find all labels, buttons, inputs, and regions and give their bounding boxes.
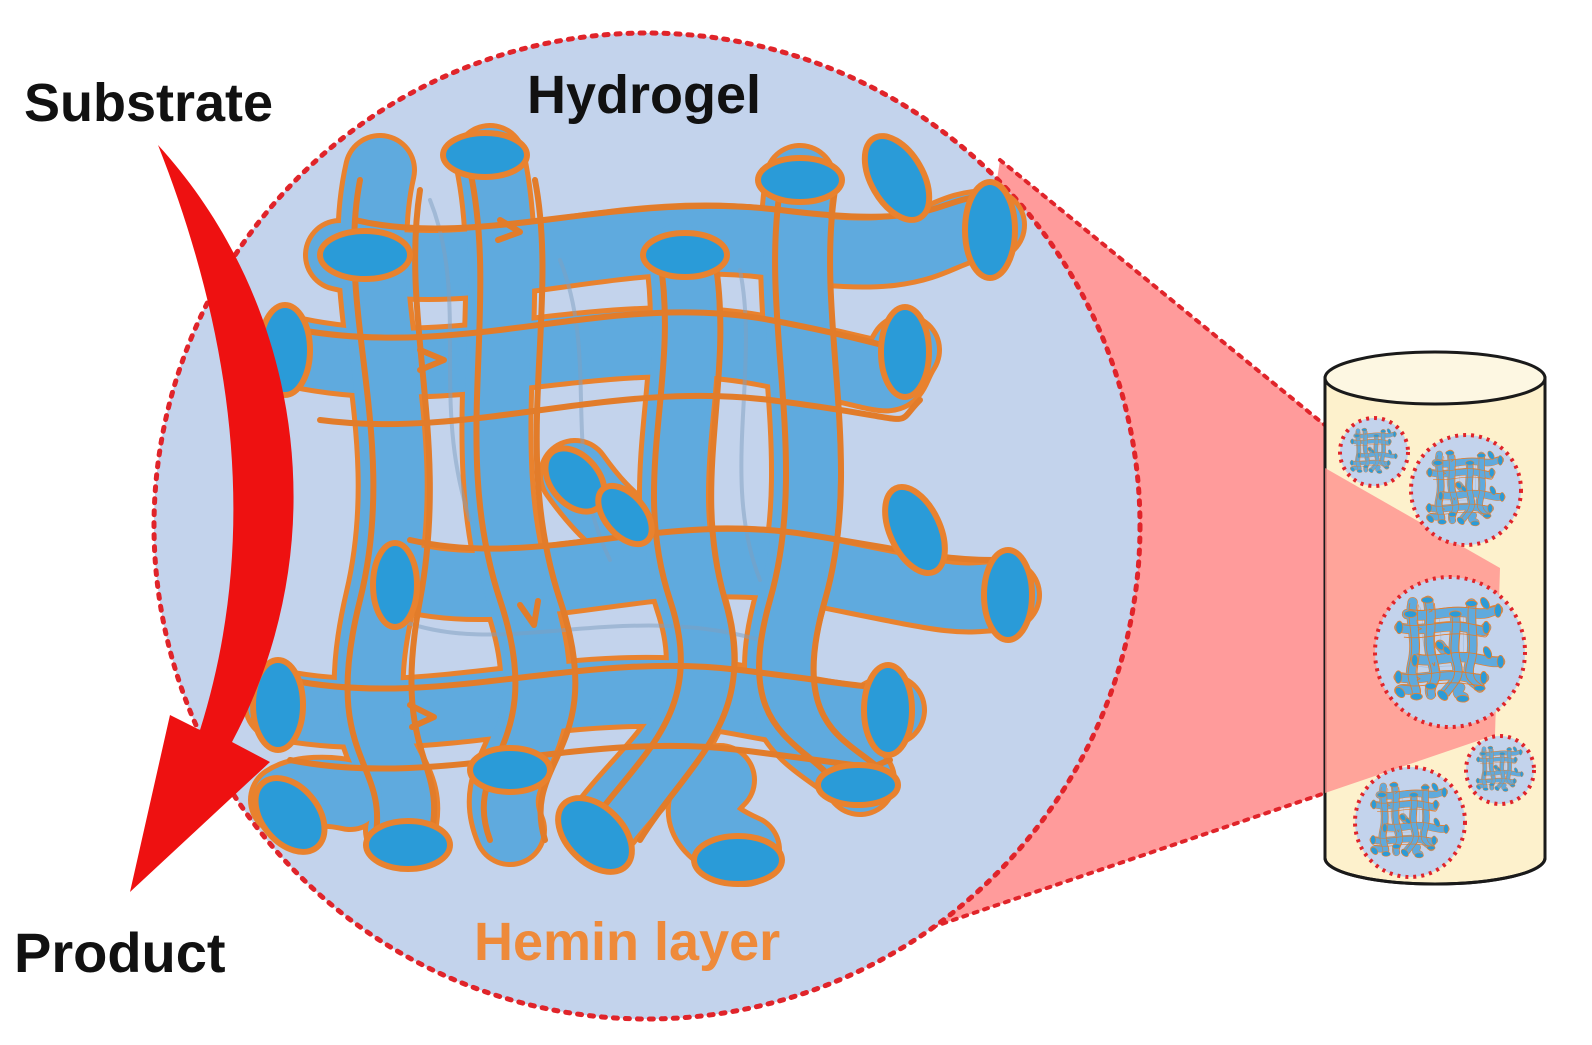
substrate-label: Substrate [24, 73, 274, 133]
hemin-layer-label: Hemin layer [474, 912, 781, 972]
curved-arrow-down-icon [130, 145, 294, 892]
hydrogel-label: Hydrogel [527, 65, 762, 125]
mini-bead [1338, 416, 1410, 488]
mini-bead [1353, 765, 1467, 879]
mini-bead [1409, 433, 1523, 547]
mini-bead [1373, 575, 1527, 729]
mini-bead [1464, 734, 1536, 806]
packed-column-cylinder-icon [1323, 350, 1547, 886]
product-label: Product [14, 921, 226, 984]
